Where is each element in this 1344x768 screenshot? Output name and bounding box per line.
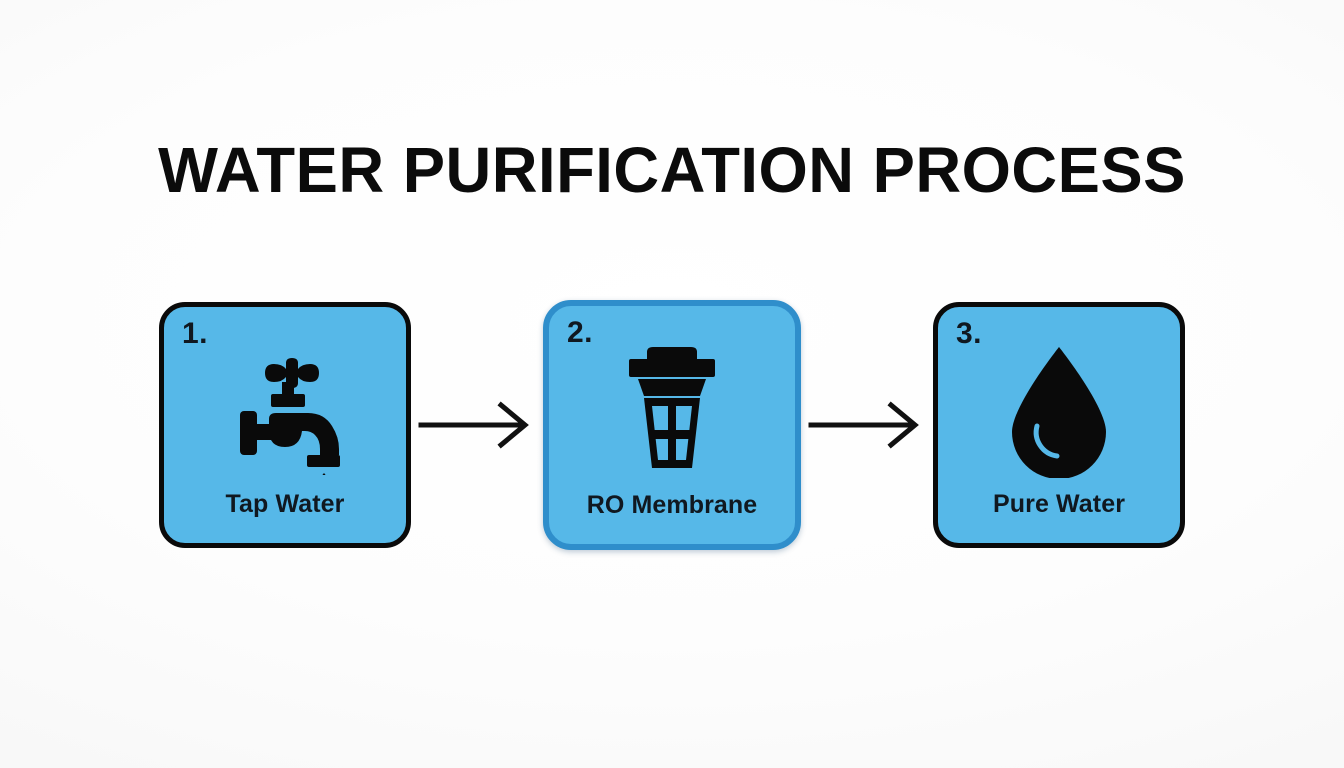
water-droplet-icon: [938, 341, 1180, 481]
step-card-ro-membrane[interactable]: 2.: [543, 300, 801, 550]
step-number: 3.: [956, 317, 983, 350]
faucet-icon: [164, 341, 406, 481]
step-card-tap-water[interactable]: 1.: [159, 302, 411, 548]
arrow-right-icon: [801, 397, 933, 453]
step-card-pure-water[interactable]: 3. Pure Water: [933, 302, 1185, 548]
arrow-right-icon: [411, 397, 543, 453]
step-label: RO Membrane: [586, 491, 758, 519]
step-number: 2.: [567, 316, 594, 349]
page-title: WATER PURIFICATION PROCESS: [158, 134, 1186, 206]
filter-cartridge-icon: [549, 340, 795, 480]
process-flow: 1.: [0, 300, 1344, 550]
step-label: Tap Water: [225, 490, 345, 518]
step-label: Pure Water: [992, 490, 1126, 518]
step-number: 1.: [182, 317, 209, 350]
